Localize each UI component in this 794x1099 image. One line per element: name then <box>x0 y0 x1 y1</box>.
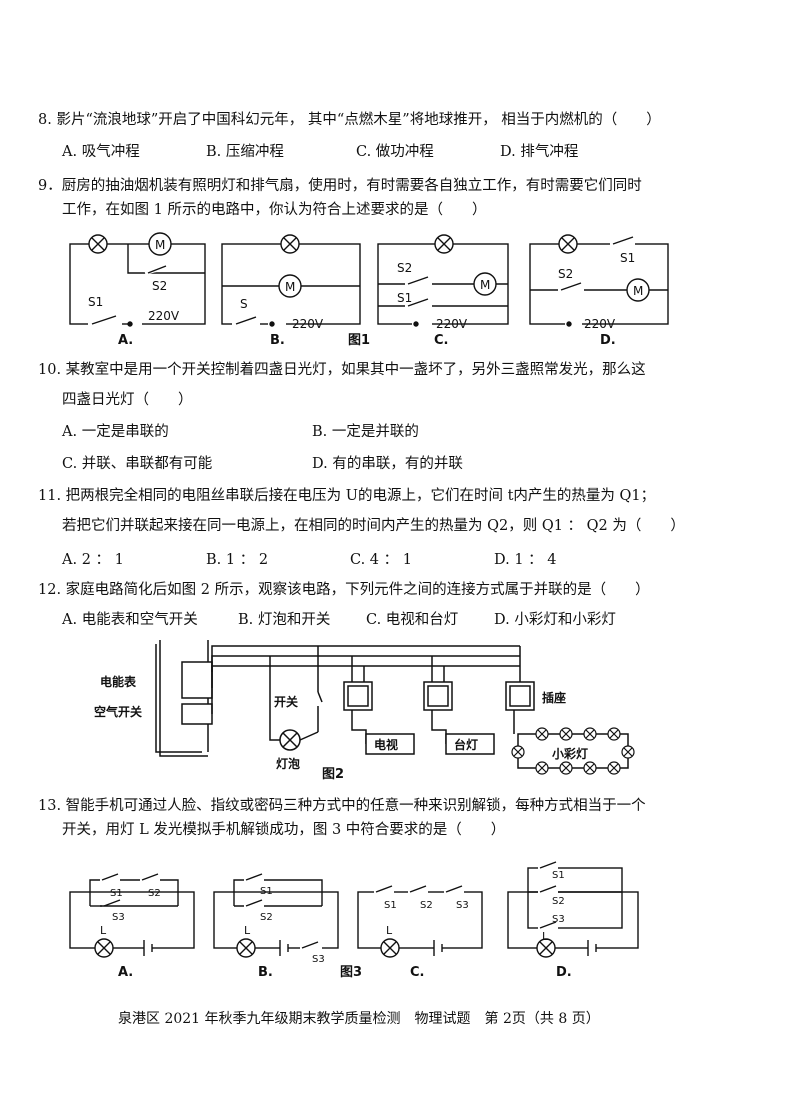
breaker-box <box>181 703 213 725</box>
tv-label: 电视 <box>374 737 398 752</box>
svg-text:S1: S1 <box>88 295 103 309</box>
figure-1-label-d: D. <box>600 333 616 348</box>
svg-text:M: M <box>480 278 490 292</box>
switch-label: 开关 <box>274 694 298 709</box>
figure-1-circuit-d: S1 M S2 220V D. <box>529 234 669 348</box>
figure-3-label-a: A. <box>118 965 133 980</box>
svg-text:S3: S3 <box>312 954 325 965</box>
svg-text:S2: S2 <box>148 888 161 899</box>
q9-stem-line2: 工作，在如图 1 所示的电路中，你认为符合上述要求的是（ ） <box>62 202 487 218</box>
figure-3-label-d: D. <box>556 965 572 980</box>
figure-1-circuit-c: M S2 S1 220V C. <box>377 234 509 348</box>
q8-option-b: B. 压缩冲程 <box>206 144 284 160</box>
q11-stem-line1: 11. 把两根完全相同的电阻丝串联后接在电压为 U的电源上，它们在时间 t内产生… <box>38 488 656 504</box>
q11-option-d: D. 1 ： 4 <box>494 552 557 568</box>
svg-text:L: L <box>100 924 107 937</box>
q8-option-c: C. 做功冲程 <box>356 144 434 160</box>
figure-1-circuit-b: M S 220V B. <box>221 234 361 348</box>
q10-stem-line2: 四盏日光灯（ ） <box>62 392 193 408</box>
svg-text:S1: S1 <box>260 886 273 897</box>
svg-text:S2: S2 <box>552 896 565 907</box>
svg-text:S1: S1 <box>110 888 123 899</box>
figure-1-label-c: C. <box>434 333 448 348</box>
socket-tv: 电视 <box>343 656 415 755</box>
q10-stem-line1: 10. 某教室中是用一个开关控制着四盏日光灯，如果其中一盏坏了，另外三盏照常发光… <box>38 362 646 378</box>
svg-text:S1: S1 <box>552 870 565 881</box>
bulb-label: 灯泡 <box>276 756 300 771</box>
svg-text:220V: 220V <box>292 317 324 331</box>
q12-option-d: D. 小彩灯和小彩灯 <box>494 612 616 628</box>
q12-option-a: A. 电能表和空气开关 <box>62 612 198 628</box>
figure-3-label-c: C. <box>410 965 424 980</box>
q11-option-c: C. 4 ： 1 <box>350 552 412 568</box>
breaker-label: 空气开关 <box>94 704 142 719</box>
svg-text:S1: S1 <box>397 291 412 305</box>
figure-2-home-circuit: 电能表 空气开关 开关 灯泡 电视 台灯 插座 <box>94 640 635 782</box>
svg-text:L: L <box>244 924 251 937</box>
svg-text:S2: S2 <box>152 279 167 293</box>
svg-text:S2: S2 <box>397 261 412 275</box>
figure-1-label-a: A. <box>118 333 133 348</box>
q10-option-d: D. 有的串联，有的并联 <box>312 456 463 472</box>
meter-box <box>181 661 213 699</box>
svg-text:M: M <box>285 280 295 294</box>
q12-stem: 12. 家庭电路简化后如图 2 所示，观察该电路，下列元件之间的连接方式属于并联… <box>38 582 650 598</box>
q11-stem-line2: 若把它们并联起来接在同一电源上，在相同的时间内产生的热量为 Q2，则 Q1 ： … <box>62 518 685 534</box>
svg-text:S2: S2 <box>558 267 573 281</box>
meter-label: 电能表 <box>100 674 137 689</box>
svg-text:S3: S3 <box>552 914 565 925</box>
socket-label: 插座 <box>542 690 566 705</box>
q8-stem: 8. 影片“流浪地球”开启了中国科幻元年， 其中“点燃木星”将地球推开， 相当于… <box>38 112 661 128</box>
svg-text:M: M <box>155 238 165 252</box>
q12-option-c: C. 电视和台灯 <box>366 612 459 628</box>
q10-option-c: C. 并联、串联都有可能 <box>62 456 213 472</box>
q13-stem-line1: 13. 智能手机可通过人脸、指纹或密码三种方式中的任意一种来识别解锁，每种方式相… <box>38 798 646 814</box>
socket-minilights: 插座 小彩灯 <box>505 681 635 775</box>
q11-option-b: B. 1 ： 2 <box>206 552 269 568</box>
lamp-label: 台灯 <box>454 737 478 752</box>
figure-3-circuit-c: S1 S2 S3 L C. <box>357 885 483 980</box>
q10-option-b: B. 一定是并联的 <box>312 424 419 440</box>
figure-3-circuit-a: S1 S2 S3 L A. <box>69 873 195 980</box>
svg-text:S3: S3 <box>112 912 125 923</box>
svg-text:220V: 220V <box>436 317 468 331</box>
svg-text:L: L <box>386 924 393 937</box>
svg-text:S: S <box>240 297 248 311</box>
figure-3-circuits: S1 S2 S3 L A. S1 S2 L <box>69 861 639 980</box>
figure-1-caption: 图1 <box>348 333 370 348</box>
q10-option-a: A. 一定是串联的 <box>62 424 169 440</box>
q8-option-d: D. 排气冲程 <box>500 144 579 160</box>
svg-text:S1: S1 <box>620 251 635 265</box>
figure-3-caption: 图3 <box>340 965 362 980</box>
minilights-label: 小彩灯 <box>552 746 588 761</box>
figure-2-caption: 图2 <box>322 767 344 782</box>
page-footer: 泉港区 2021 年秋季九年级期末教学质量检测 物理试题 第 2页（共 8 页） <box>118 1011 600 1027</box>
svg-text:M: M <box>633 284 643 298</box>
svg-text:S1: S1 <box>384 900 397 911</box>
figure-1-circuits: M S2 S1 220V A. M S 220V B. 图1 M <box>69 232 669 348</box>
q12-option-b: B. 灯泡和开关 <box>238 612 331 628</box>
figure-1-label-b: B. <box>270 333 285 348</box>
socket-lamp: 台灯 <box>423 656 495 755</box>
svg-text:L: L <box>542 930 549 943</box>
q8-option-a: A. 吸气冲程 <box>62 144 140 160</box>
svg-text:S2: S2 <box>260 912 273 923</box>
figure-3-circuit-d: S1 S2 S3 L D. <box>507 861 639 980</box>
svg-text:220V: 220V <box>584 317 616 331</box>
q11-option-a: A. 2 ： 1 <box>62 552 124 568</box>
svg-text:S2: S2 <box>420 900 433 911</box>
figure-3-circuit-b: S1 S2 L S3 B. <box>213 873 339 980</box>
figure-3-label-b: B. <box>258 965 273 980</box>
q13-stem-line2: 开关，用灯 L 发光模拟手机解锁成功，图 3 中符合要求的是（ ） <box>62 822 506 838</box>
figure-1-circuit-a: M S2 S1 220V A. <box>69 232 206 348</box>
svg-text:S3: S3 <box>456 900 469 911</box>
svg-text:220V: 220V <box>148 309 180 323</box>
q9-stem-line1: 9．厨房的抽油烟机装有照明灯和排气扇，使用时，有时需要各自独立工作，有时需要它们… <box>38 178 642 194</box>
